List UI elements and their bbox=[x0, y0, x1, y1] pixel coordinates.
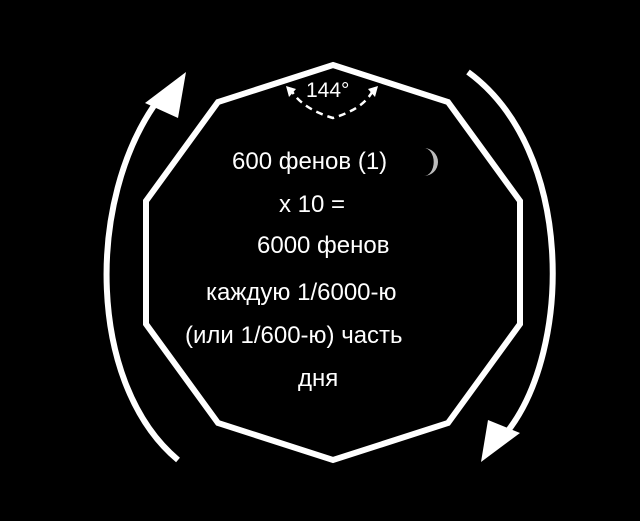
clockwise-arrow-right-icon bbox=[466, 69, 556, 462]
clockwise-arrow-left-icon bbox=[103, 72, 186, 463]
text-line-4: каждую 1/6000-ю bbox=[206, 279, 397, 306]
decagon-shape bbox=[143, 61, 523, 464]
moon-icon bbox=[424, 148, 438, 177]
text-line-1: 600 фенов (1) bbox=[232, 148, 388, 175]
angle-label: 144° bbox=[306, 79, 350, 102]
text-line-5: (или 1/600-ю) часть bbox=[185, 322, 403, 349]
text-line-2: x 10 = bbox=[279, 191, 346, 218]
angle-arc-icon bbox=[286, 86, 378, 120]
text-line-3: 6000 фенов bbox=[257, 232, 390, 259]
text-line-6: дня bbox=[298, 365, 339, 392]
